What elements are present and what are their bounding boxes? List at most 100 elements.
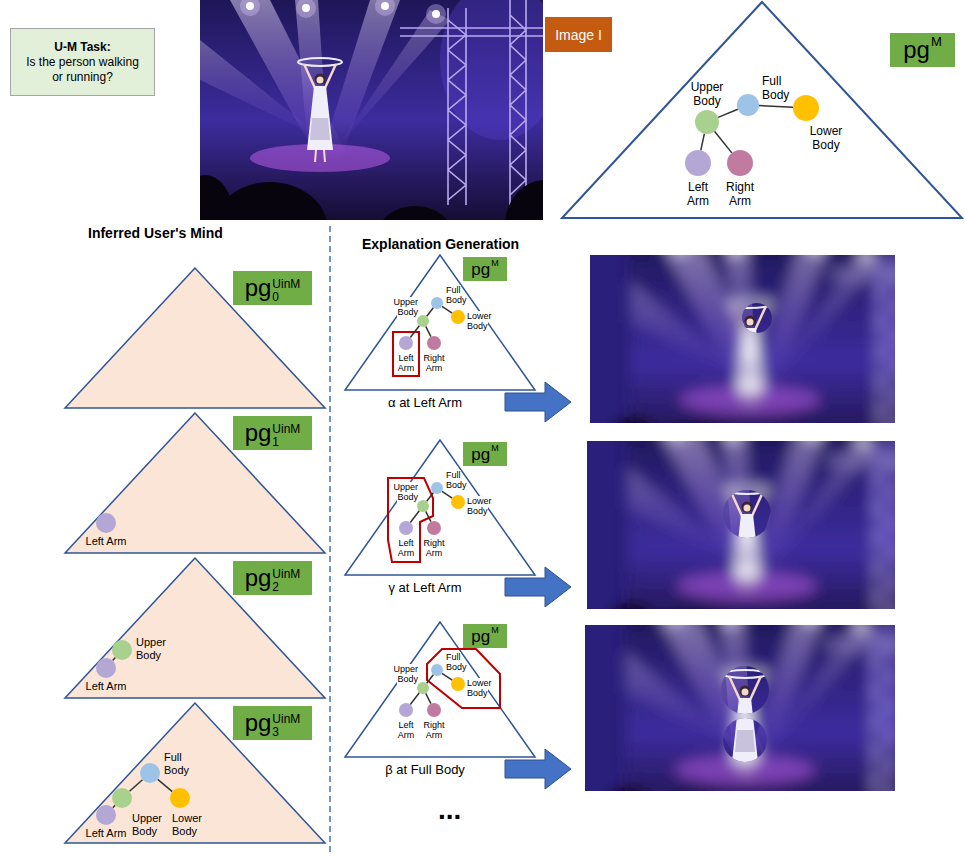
part-label: Upper Body	[393, 664, 418, 684]
label-holder: Left Arm	[391, 720, 421, 740]
highlight-boxes	[388, 332, 500, 708]
model-parse-tree-triangle	[562, 2, 962, 218]
pg-letters: pg	[245, 421, 272, 445]
script-stack: UinM1	[272, 423, 300, 449]
part-circle: Full Body	[431, 664, 443, 676]
tree-edge	[410, 693, 419, 705]
column-heading: Explanation Generation	[362, 237, 582, 252]
label-holder: Right Arm	[419, 720, 449, 740]
scene-shape	[345, 622, 535, 757]
label-holder: Upper Body	[132, 812, 168, 838]
part-label: Lower Body	[467, 311, 492, 331]
subscript: 2	[272, 581, 300, 594]
script-stack: M	[491, 443, 499, 453]
parse-graph-label: pgUinM2	[233, 561, 312, 595]
scene-shape	[607, 255, 895, 423]
scene-shape	[607, 255, 895, 423]
part-circle: Lower Body	[793, 95, 819, 121]
pg-letters: pg	[245, 276, 272, 300]
superscript: M	[491, 625, 499, 635]
scene-shape	[602, 625, 895, 791]
part-label: Upper Body	[393, 297, 418, 317]
part-label: Full Body	[446, 285, 467, 305]
part-label: Right Arm	[423, 720, 444, 740]
label-holder: Upper Body	[388, 297, 418, 317]
script-stack: UinM2	[272, 568, 300, 594]
part-label: Lower Body	[810, 124, 843, 152]
parse-graph-label: pgM	[463, 624, 507, 648]
pg-letters: pg	[245, 566, 272, 590]
blurred-image	[590, 255, 895, 423]
image-tag: Image I	[545, 17, 612, 52]
part-label: Upper Body	[691, 80, 724, 108]
part-circle: Right Arm	[427, 521, 441, 535]
part-circle: Full Body	[737, 94, 759, 116]
scene-shape	[604, 441, 895, 609]
divider-line	[329, 226, 331, 856]
label-holder: Upper Body	[388, 482, 418, 502]
scene-shape	[607, 255, 895, 423]
caption: β at Full Body	[365, 763, 485, 777]
part-label: Right Arm	[726, 180, 754, 208]
tree-edge	[410, 326, 419, 338]
tree-edge	[442, 491, 452, 498]
caption: α at Left Arm	[365, 396, 485, 410]
parse-graph-label: pgM	[463, 442, 507, 466]
part-label: Upper Body	[393, 482, 418, 502]
block-arrows	[505, 382, 571, 789]
scene-shape	[65, 413, 325, 553]
part-circle: Right Arm	[427, 703, 441, 717]
part-label: Left Arm	[398, 538, 415, 558]
scene-shape	[345, 440, 535, 575]
label-holder: Left Arm	[76, 680, 136, 693]
user-mind-triangles	[65, 268, 325, 843]
scene-shape	[607, 255, 895, 423]
tree-edge	[715, 131, 732, 153]
label-holder: Upper Body	[388, 664, 418, 684]
scene-shape	[427, 649, 500, 708]
scene-shape	[393, 332, 419, 376]
part-circle: Upper Body	[695, 110, 719, 134]
part-label: Left Arm	[687, 180, 709, 208]
part-circle: Left Arm	[96, 513, 116, 533]
tree-edge	[442, 673, 452, 680]
column-heading: Inferred User's Mind	[88, 226, 318, 241]
concert-photo	[200, 0, 543, 220]
script-stack: M	[491, 258, 499, 268]
tree-edge	[158, 779, 173, 791]
part-circle: Lower Body	[451, 310, 465, 324]
tree-edge	[701, 134, 705, 151]
part-label: Left Arm	[86, 827, 127, 839]
script-stack: UinM3	[272, 713, 300, 739]
parse-graph-label: pgUinM0	[233, 271, 312, 305]
label-holder: Full Body	[446, 652, 476, 672]
scene-shape	[602, 625, 895, 791]
label-holder: Left Arm	[391, 538, 421, 558]
part-label: Upper Body	[136, 636, 166, 661]
part-circle: Upper Body	[417, 500, 429, 512]
label-holder: Full Body	[164, 751, 196, 777]
scene-shape	[604, 441, 895, 609]
scene-shape	[602, 625, 895, 791]
scene-shape	[200, 0, 543, 220]
scene-shape	[505, 749, 571, 789]
label-holder: Lower Body	[467, 496, 497, 516]
label-holder: Lower Body	[467, 678, 497, 698]
part-circle: Left Arm	[399, 703, 413, 717]
label-holder: Lower Body	[172, 812, 210, 838]
pg-letters: pg	[903, 38, 930, 62]
part-label: Upper Body	[132, 812, 162, 837]
tree-edge	[759, 106, 793, 108]
subscript: 3	[272, 726, 300, 739]
part-circle: Full Body	[431, 482, 443, 494]
part-circle: Full Body	[140, 763, 160, 783]
explanation-triangles	[345, 255, 535, 757]
tree-edge	[442, 306, 452, 313]
parse-graph-label: pgUinM3	[233, 706, 312, 740]
label-holder: Left Arm	[76, 827, 136, 840]
superscript: UinM	[272, 713, 300, 726]
part-circle: Upper Body	[112, 640, 132, 660]
tree-edge	[426, 693, 431, 703]
part-circle: Upper Body	[417, 682, 429, 694]
